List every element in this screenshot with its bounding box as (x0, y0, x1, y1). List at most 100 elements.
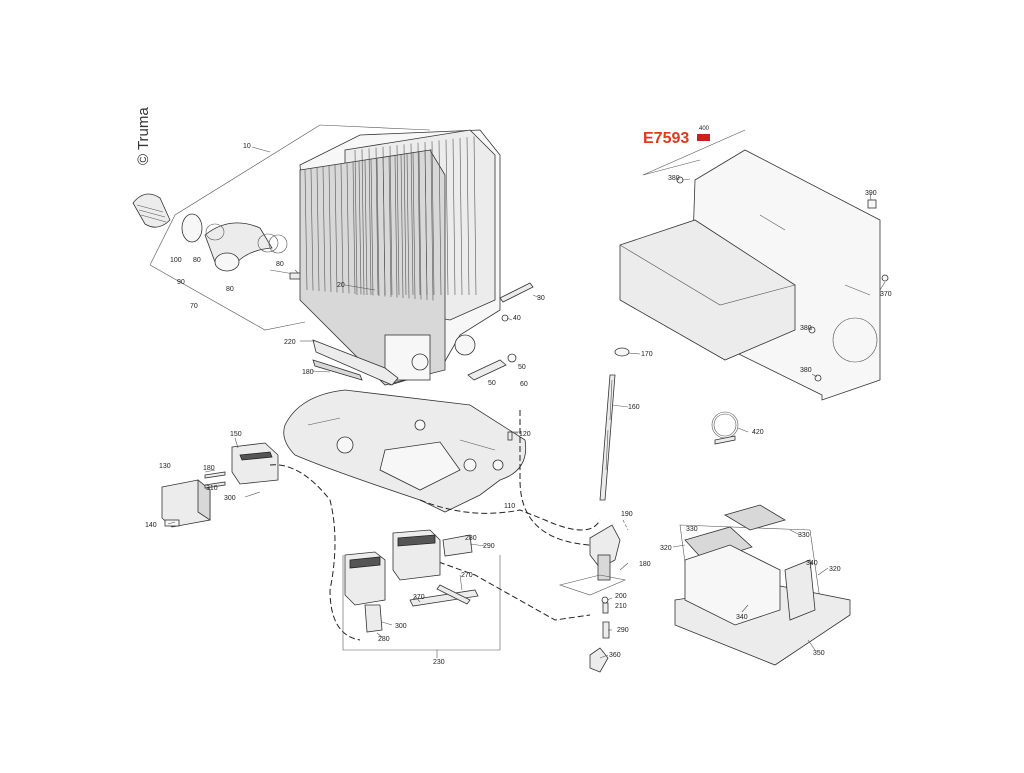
fin-line (358, 160, 362, 295)
base-plate (283, 389, 527, 513)
screw-40 (501, 314, 509, 322)
electrode-300 (364, 604, 383, 633)
gas-valve-190 (558, 524, 627, 596)
frame-320 (684, 544, 781, 626)
fin-line (430, 148, 434, 301)
label-290b: 290 (617, 627, 629, 634)
label-320a: 320 (660, 545, 672, 552)
label-420: 420 (752, 429, 764, 436)
label-50b: 50 (488, 380, 496, 387)
screw-370 (881, 274, 889, 282)
label-170: 170 (641, 351, 653, 358)
label-80a: 80 (193, 257, 201, 264)
label-180b: 180 (203, 465, 215, 472)
fin-line (310, 168, 314, 291)
screws-160 (204, 471, 226, 489)
label-270a: 270 (461, 572, 473, 579)
label-280a: 280 (465, 535, 477, 542)
label-270b: 270 (413, 594, 425, 601)
fin-line (403, 144, 407, 296)
label-390: 390 (865, 190, 877, 197)
fin-line (354, 149, 358, 296)
bracket-340 (784, 559, 816, 621)
label-90: 90 (177, 279, 185, 286)
fin-line (394, 154, 398, 298)
label-10: 10 (243, 143, 251, 150)
label-30: 30 (537, 295, 545, 302)
thermocouple-200 (601, 596, 609, 614)
fin-line (400, 153, 404, 299)
label-230: 230 (433, 659, 445, 666)
fin-line (396, 145, 400, 296)
label-380b: 380 (800, 325, 812, 332)
heat-exchanger (299, 129, 501, 386)
o-ring-420 (711, 411, 739, 445)
fin-line (370, 158, 374, 296)
label-50a: 50 (518, 364, 526, 371)
fin-line (406, 152, 410, 299)
brand-copyright: © Truma (135, 107, 152, 165)
label-120: 120 (519, 431, 531, 438)
burner-bar-220 (312, 339, 399, 386)
label-290a: 290 (483, 543, 495, 550)
code-badge-number: 400 (699, 126, 710, 132)
label-180a: 180 (302, 369, 314, 376)
label-300a: 300 (224, 495, 236, 502)
label-40: 40 (513, 315, 521, 322)
fin-line (328, 165, 332, 293)
feed-pipe-160 (599, 374, 616, 501)
fin-line (466, 137, 470, 296)
label-300b: 300 (395, 623, 407, 630)
fin-line (340, 163, 344, 294)
label-220: 220 (284, 339, 296, 346)
fin-line (322, 166, 326, 292)
pilot-pipe-270 (409, 584, 479, 607)
fin-line (361, 149, 365, 296)
fin-line (431, 141, 435, 296)
fin-line (346, 162, 350, 294)
burner-left (344, 551, 386, 606)
part-labels: 10 20 30 40 50 50 60 70 80 80 80 90 100 … (145, 143, 892, 666)
fin-line (375, 147, 379, 296)
grille-330a (684, 526, 753, 563)
fin-line (334, 164, 338, 293)
cap-170 (614, 347, 630, 357)
label-150: 150 (230, 431, 242, 438)
fitting-360 (589, 647, 609, 673)
leader-lines (167, 146, 886, 659)
label-280b: 280 (378, 636, 390, 643)
elbow-part (181, 213, 288, 272)
label-340b: 340 (736, 614, 748, 621)
fin-line (376, 157, 380, 297)
fin-line (417, 142, 421, 296)
fin-line (316, 167, 320, 292)
front-casing-cover (619, 219, 796, 361)
pilot-290 (442, 534, 473, 557)
fin-line (352, 161, 356, 295)
label-360: 360 (609, 652, 621, 659)
label-320b: 320 (829, 566, 841, 573)
label-330b: 330 (798, 532, 810, 539)
fin-line (388, 155, 392, 298)
fin-line (389, 145, 393, 296)
label-330a: 330 (686, 526, 698, 533)
label-370: 370 (880, 291, 892, 298)
grille-330b (724, 504, 786, 531)
fin-line (473, 136, 477, 296)
fin-line (452, 138, 456, 296)
label-60: 60 (520, 381, 528, 388)
heat-exchanger-fins (304, 136, 477, 301)
burner-assembly-230 (342, 529, 501, 651)
fin-line (418, 150, 422, 300)
label-20: 20 (337, 282, 345, 289)
flue-pipe-part (132, 193, 171, 228)
fin-line (412, 151, 416, 300)
label-80c: 80 (276, 261, 284, 268)
fin-line (459, 137, 463, 296)
fin-line (438, 140, 442, 296)
fin-line (368, 148, 372, 296)
label-310: 310 (206, 485, 218, 492)
fin-line (424, 141, 428, 296)
